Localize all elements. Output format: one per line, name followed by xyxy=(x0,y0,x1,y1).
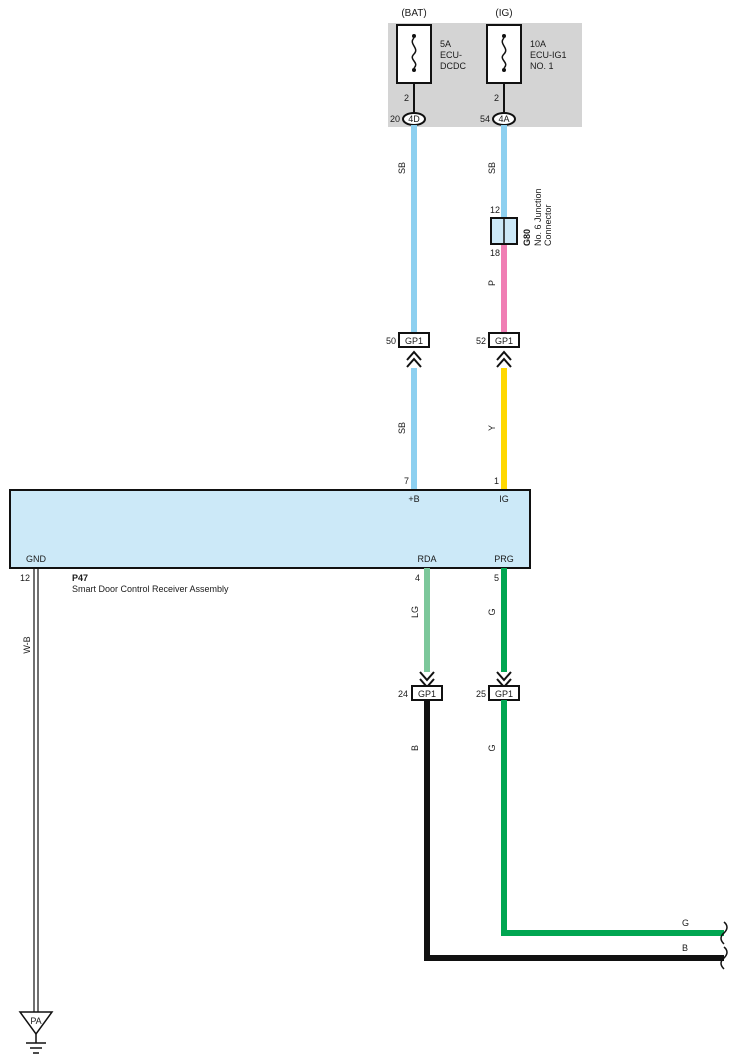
wire-label-y: Y xyxy=(487,425,497,431)
pin-label-gnd: GND xyxy=(26,554,47,564)
pin-num: 4 xyxy=(415,573,420,583)
wire-label-g: G xyxy=(487,744,497,751)
pin-num: 1 xyxy=(494,476,499,486)
connector-gp1-50: GP1 50 xyxy=(386,332,430,368)
connector-gp1-24: GP1 24 xyxy=(398,671,443,701)
connector-pin: 20 xyxy=(390,114,400,124)
fuse-name: DCDC xyxy=(440,61,466,71)
pin-num: 7 xyxy=(404,476,409,486)
fuse-source-ig: (IG) xyxy=(495,8,512,19)
connector-gp1-25: GP1 25 xyxy=(476,671,520,701)
fuse-ecu-dcdc: (BAT) 5A ECU- DCDC 2 4D 20 xyxy=(390,8,466,126)
fuse-name: ECU-IG1 xyxy=(530,50,567,60)
connector-gp1-52: GP1 52 xyxy=(476,332,520,368)
module-p47: 7 +B 1 IG GND RDA PRG 12 4 5 P47 Smart D… xyxy=(9,476,531,594)
wire-label-wb: W-B xyxy=(22,636,32,653)
wire-label-g-right: G xyxy=(682,918,689,928)
connector-label: 4D xyxy=(408,114,420,124)
ground-label: PA xyxy=(30,1016,41,1026)
svg-text:GP1: GP1 xyxy=(495,689,513,699)
wire-label-p: P xyxy=(487,280,497,286)
ground-symbol: PA xyxy=(18,1011,54,1054)
wire-label-sb: SB xyxy=(397,422,407,434)
pin-label-rda: RDA xyxy=(417,554,436,564)
svg-text:GP1: GP1 xyxy=(405,336,423,346)
fuse-pin: 2 xyxy=(404,93,409,103)
pin-label-ig: IG xyxy=(499,494,509,504)
wire-wb xyxy=(33,568,39,1012)
wire-label-g: G xyxy=(487,608,497,615)
module-name: Smart Door Control Receiver Assembly xyxy=(72,584,229,594)
junction-name: No. 6 Junction xyxy=(533,188,543,246)
pin-num: 5 xyxy=(494,573,499,583)
wire-b-lower xyxy=(424,700,724,961)
junction-pin: 12 xyxy=(490,205,500,215)
break-mark xyxy=(720,921,728,945)
fuse-name: NO. 1 xyxy=(530,61,554,71)
fuse-name: ECU- xyxy=(440,50,462,60)
connector-pin: 52 xyxy=(476,336,486,346)
wire-label-sb: SB xyxy=(487,162,497,174)
junction-code: G80 xyxy=(522,229,532,246)
junction-name: Connector xyxy=(543,204,553,246)
connector-pin: 24 xyxy=(398,689,408,699)
wire-label-lg: LG xyxy=(410,606,420,618)
junction-connector-g80: 12 18 G80 No. 6 Junction Connector xyxy=(490,188,553,258)
junction-pin: 18 xyxy=(490,248,500,258)
svg-text:GP1: GP1 xyxy=(495,336,513,346)
fuse-pin: 2 xyxy=(494,93,499,103)
pin-label-b-plus: +B xyxy=(408,494,419,504)
pin-num: 12 xyxy=(20,573,30,583)
fuse-source-bat: (BAT) xyxy=(401,8,426,19)
wire-label-b: B xyxy=(410,745,420,751)
connector-pin: 50 xyxy=(386,336,396,346)
wire-label-sb: SB xyxy=(397,162,407,174)
connector-pin: 25 xyxy=(476,689,486,699)
connector-label: 4A xyxy=(498,114,509,124)
wire-label-b-right: B xyxy=(682,943,688,953)
fuse-rating: 10A xyxy=(530,39,546,49)
fuse-ecu-ig1: (IG) 10A ECU-IG1 NO. 1 2 4A 54 xyxy=(480,8,567,126)
break-mark xyxy=(720,946,728,970)
wire-g-lower xyxy=(501,700,724,936)
connector-pin: 54 xyxy=(480,114,490,124)
module-code: P47 xyxy=(72,573,88,583)
pin-label-prg: PRG xyxy=(494,554,514,564)
svg-text:GP1: GP1 xyxy=(418,689,436,699)
fuse-rating: 5A xyxy=(440,39,451,49)
